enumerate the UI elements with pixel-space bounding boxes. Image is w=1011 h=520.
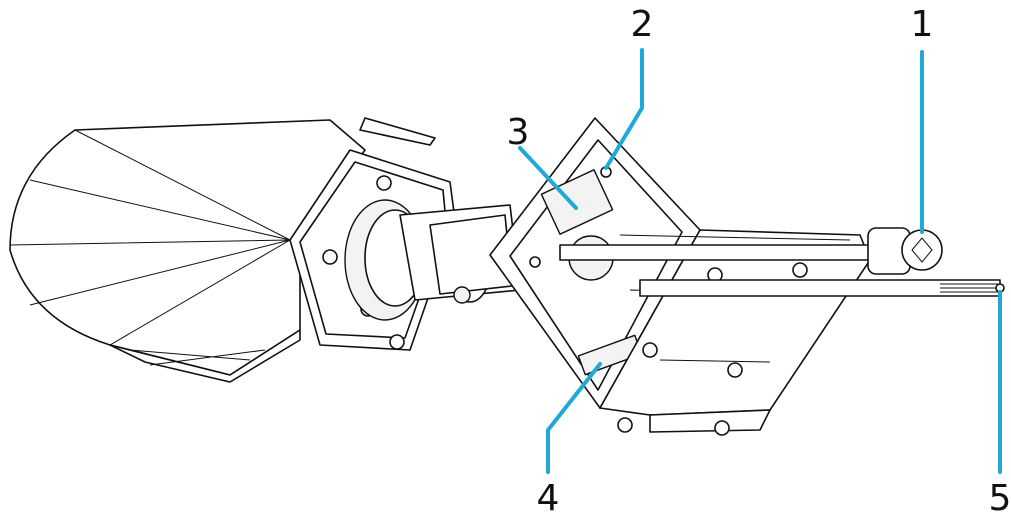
callout-2: 2 — [631, 4, 654, 45]
label-3-panel — [540, 169, 614, 235]
cable-1 — [559, 227, 943, 275]
callout-5: 5 — [989, 478, 1011, 519]
junction-plate — [489, 117, 701, 409]
leader-4 — [546, 362, 602, 474]
callout-1: 1 — [911, 4, 934, 45]
camera-housing — [9, 117, 436, 383]
leader-3 — [518, 146, 578, 210]
leader-2 — [604, 48, 644, 170]
mount-arm — [399, 204, 521, 304]
callout-4: 4 — [537, 478, 560, 519]
cable-5 — [639, 279, 1005, 297]
callout-3: 3 — [507, 112, 530, 153]
